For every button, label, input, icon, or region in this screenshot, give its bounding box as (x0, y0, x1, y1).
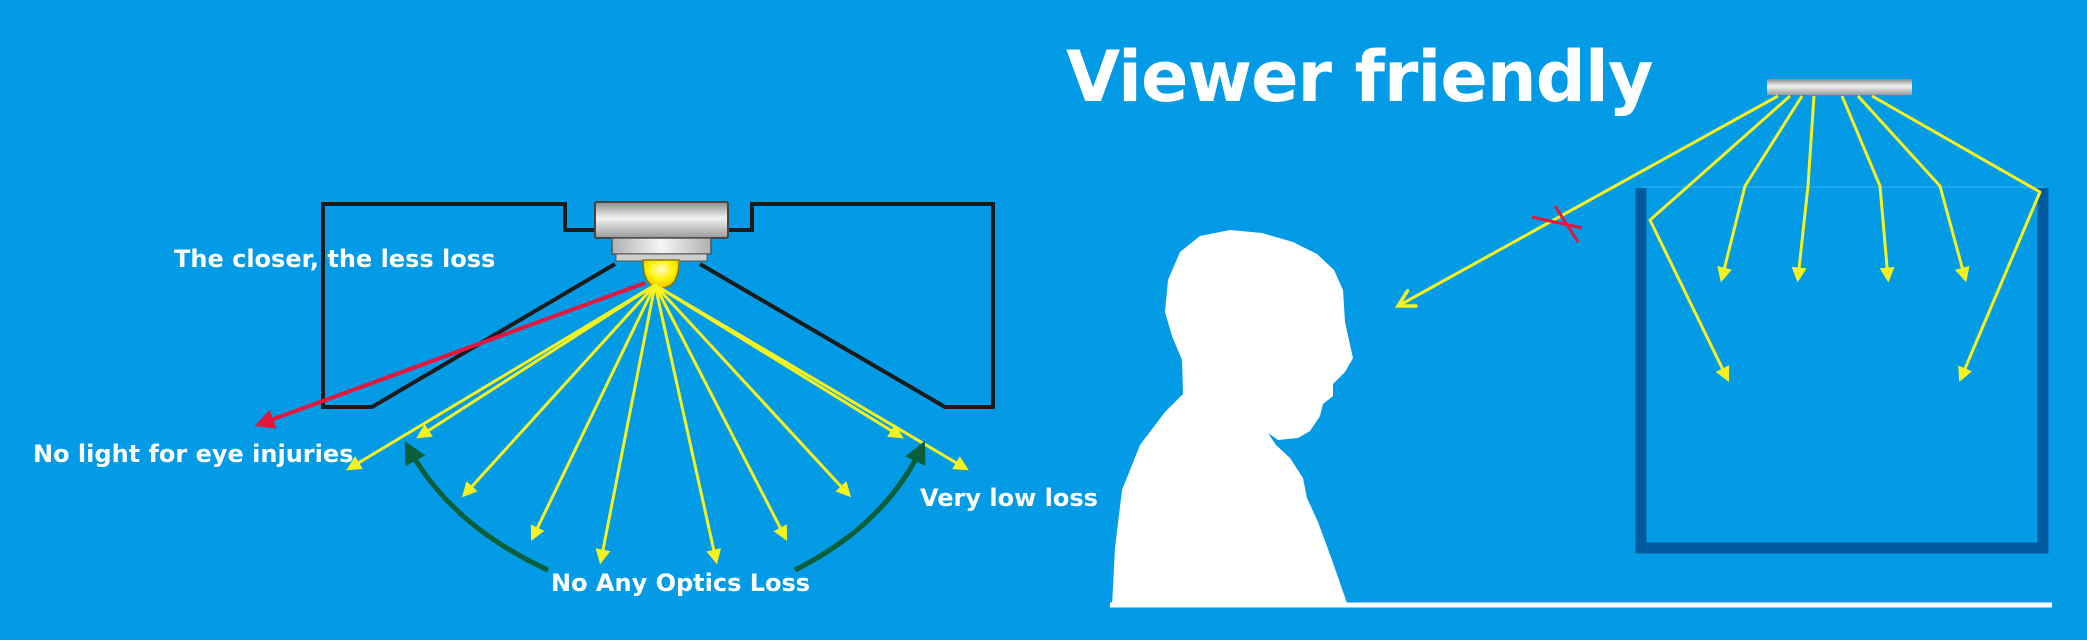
emitted-rays (346, 283, 969, 565)
tank-rays (1648, 94, 2042, 383)
page-title: Viewer friendly (1066, 36, 1653, 118)
housing-outline (321, 202, 995, 409)
led-lamp-icon (594, 201, 729, 289)
ceiling-lamp-icon (1767, 79, 1912, 95)
label-very-low-loss: Very low loss (920, 484, 1098, 512)
label-closer-less-loss: The closer, the less loss (174, 245, 496, 273)
optics-arcs (404, 440, 926, 573)
tank-outline (1635, 188, 2049, 554)
label-no-light-eye-injuries: No light for eye injuries (33, 440, 354, 468)
viewer-ray (1398, 94, 1779, 306)
cross-icon (1531, 205, 1583, 243)
person-silhouette-icon (1112, 230, 1353, 606)
label-no-optics-loss: No Any Optics Loss (551, 569, 811, 597)
blocked-ray (254, 281, 646, 429)
